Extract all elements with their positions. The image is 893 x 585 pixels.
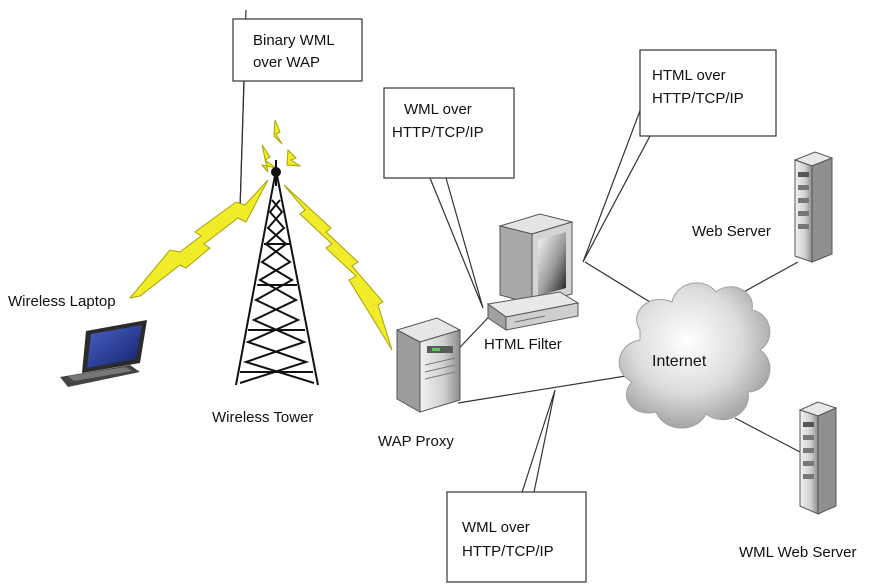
label-wireless-laptop: Wireless Laptop (8, 293, 116, 310)
wap-proxy-icon (395, 317, 462, 413)
callout-box-wml-bottom: WML over HTTP/TCP/IP (446, 491, 587, 583)
callout-binary-line1: Binary WML (253, 32, 335, 49)
callout-wml-bottom-line2: HTTP/TCP/IP (462, 543, 554, 560)
label-wireless-tower: Wireless Tower (212, 409, 313, 426)
callout-wml-top-line1: WML over (404, 101, 472, 118)
tower-signal-icon-2 (286, 148, 302, 167)
label-html-filter: HTML Filter (484, 336, 562, 353)
label-wap-proxy: WAP Proxy (378, 433, 454, 450)
connector-filter-internet (584, 261, 651, 303)
label-internet: Internet (652, 353, 707, 370)
callout-box-wml-top: WML over HTTP/TCP/IP (383, 87, 515, 179)
callout-html-line2: HTTP/TCP/IP (652, 90, 744, 107)
callout-binary-line2: over WAP (253, 54, 320, 71)
callout-wml-bottom-line1: WML over (462, 519, 530, 536)
tower-signal-icon-3 (273, 119, 283, 145)
callout-wml-top-line2: HTTP/TCP/IP (392, 124, 484, 141)
wml-web-server-icon (798, 401, 838, 515)
label-web-server: Web Server (692, 223, 771, 240)
callout-html-line1: HTML over (652, 67, 726, 84)
lightning-bolts (128, 119, 393, 351)
callout-pointer-html (582, 107, 651, 263)
lightning-bolt-laptop-icon (128, 179, 269, 299)
wireless-laptop-icon (60, 320, 147, 387)
internet-cloud-icon (618, 282, 771, 429)
lightning-bolt-proxy-icon (283, 184, 393, 351)
wireless-tower-icon (235, 160, 319, 386)
connector-proxy-internet (457, 374, 633, 404)
callout-box-binary: Binary WML over WAP (232, 18, 363, 82)
web-server-icon (793, 151, 834, 263)
callout-pointer-wml-bottom (507, 389, 556, 537)
connector-wmlserver-internet (734, 417, 801, 453)
callout-pointer-wml-top (429, 177, 484, 309)
callout-box-html: HTML over HTTP/TCP/IP (639, 49, 777, 137)
label-wml-web-server: WML Web Server (739, 544, 857, 561)
html-filter-icon (486, 213, 580, 331)
